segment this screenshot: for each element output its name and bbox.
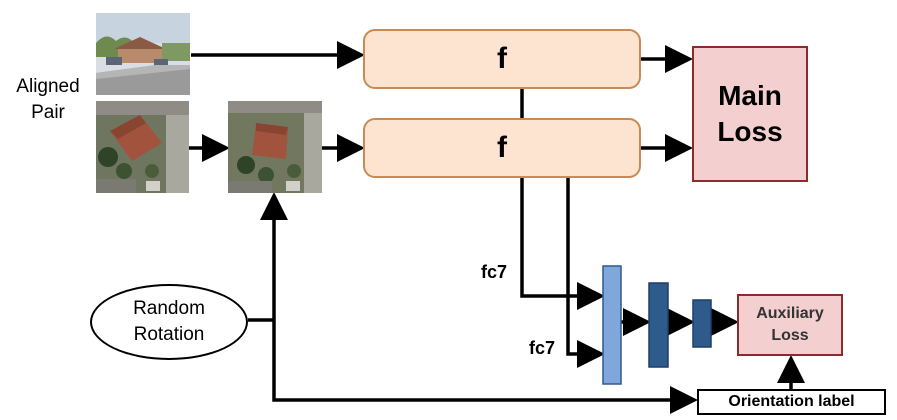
auxiliary-loss-label: Auxiliary Loss: [756, 305, 824, 344]
fc7-bottom-label: fc7: [529, 338, 556, 358]
arrow-fc7-bottom-to-mlp: [566, 178, 605, 368]
mlp-layer-1: [602, 265, 622, 385]
rotated-aerial-image: [228, 101, 322, 193]
main-loss-box: Main Loss: [692, 46, 808, 182]
mlp-layer-2: [648, 282, 669, 368]
arrow-fc7-top-to-mlp: [520, 178, 605, 310]
auxiliary-loss-box: Auxiliary Loss: [737, 294, 843, 356]
random-rotation-node: Random Rotation: [90, 284, 248, 360]
orientation-label-box: Orientation label: [697, 389, 886, 415]
main-loss-label: Main Loss: [717, 80, 783, 147]
f-network-top: f: [363, 29, 641, 89]
aligned-pair-label: Aligned Pair: [16, 76, 80, 123]
street-view-image: [96, 13, 190, 95]
random-rotation-label: Random Rotation: [133, 298, 205, 345]
mlp-layer-3: [692, 299, 712, 348]
f-network-bottom: f: [363, 118, 641, 178]
arrow-rotation-to-orientation-label: [272, 320, 698, 414]
orientation-label-text: Orientation label: [728, 393, 855, 410]
aerial-image: [96, 101, 189, 193]
fc7-top-label: fc7: [481, 262, 508, 282]
